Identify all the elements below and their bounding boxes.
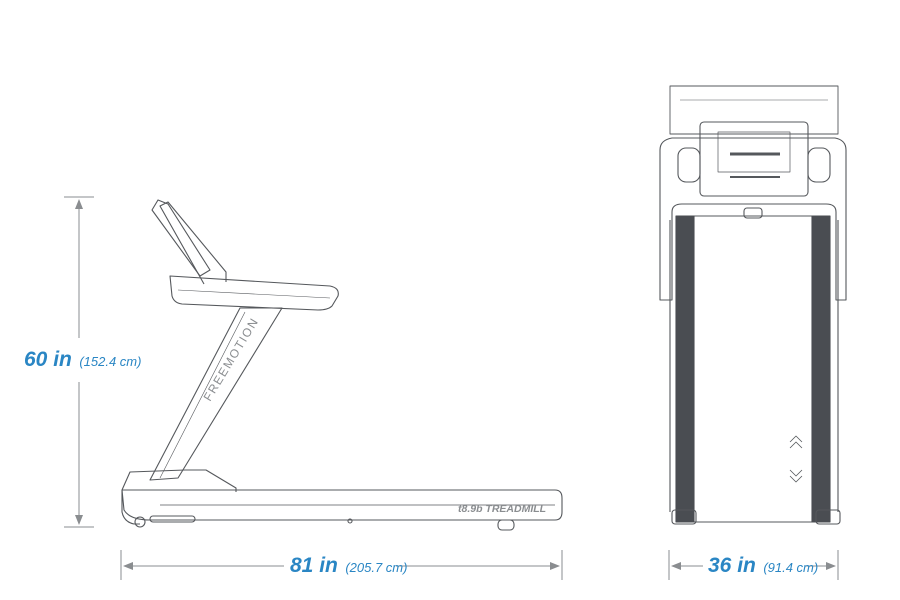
width-arrow-left <box>671 562 681 570</box>
side-wheel <box>497 519 515 531</box>
front-console-screen <box>717 131 791 173</box>
side-rear-foot <box>347 518 353 524</box>
length-label: 81 in (205.7 cm) <box>290 554 407 577</box>
side-console-tray-line <box>177 289 331 299</box>
front-rail-right <box>811 215 831 523</box>
front-handle-left <box>677 147 701 183</box>
dimension-lines <box>64 196 839 580</box>
width-metric: (91.4 cm) <box>763 560 818 575</box>
length-value: 81 in <box>290 554 338 577</box>
width-value: 36 in <box>708 554 756 577</box>
front-deck <box>693 215 813 523</box>
side-front-wheel <box>134 516 146 528</box>
side-front-foot <box>149 515 196 523</box>
front-handle-right <box>807 147 831 183</box>
side-display <box>151 199 211 277</box>
height-metric: (152.4 cm) <box>79 354 141 369</box>
width-arrow-right <box>826 562 836 570</box>
height-arrow-top <box>75 199 83 209</box>
side-motor-hood <box>121 469 237 492</box>
width-label: 36 in (91.4 cm) <box>708 554 818 577</box>
front-foot-right <box>815 509 841 525</box>
length-arrow-left <box>123 562 133 570</box>
height-value: 60 in <box>24 348 72 371</box>
height-arrow-bottom <box>75 515 83 525</box>
side-upright-inner <box>159 311 246 479</box>
front-display-frame <box>669 85 839 135</box>
front-chevron-up <box>789 435 803 449</box>
front-console-panel <box>699 121 809 197</box>
front-safety-key <box>743 207 763 219</box>
front-foot-left <box>671 509 697 525</box>
side-model-label: t8.9b TREADMILL <box>458 503 546 515</box>
length-metric: (205.7 cm) <box>345 560 407 575</box>
height-label: 60 in (152.4 cm) <box>24 348 141 371</box>
length-arrow-right <box>550 562 560 570</box>
side-console-tray <box>169 275 339 311</box>
side-console-arm <box>159 201 227 285</box>
treadmill-side-view <box>121 199 563 531</box>
side-brand-label: FREEMOTION <box>201 315 262 404</box>
front-rail-left <box>675 215 695 523</box>
side-deck <box>121 489 563 521</box>
front-console <box>659 137 847 301</box>
front-chevron-down <box>789 469 803 483</box>
side-front-cap <box>121 490 140 525</box>
treadmill-front-view <box>659 85 847 525</box>
